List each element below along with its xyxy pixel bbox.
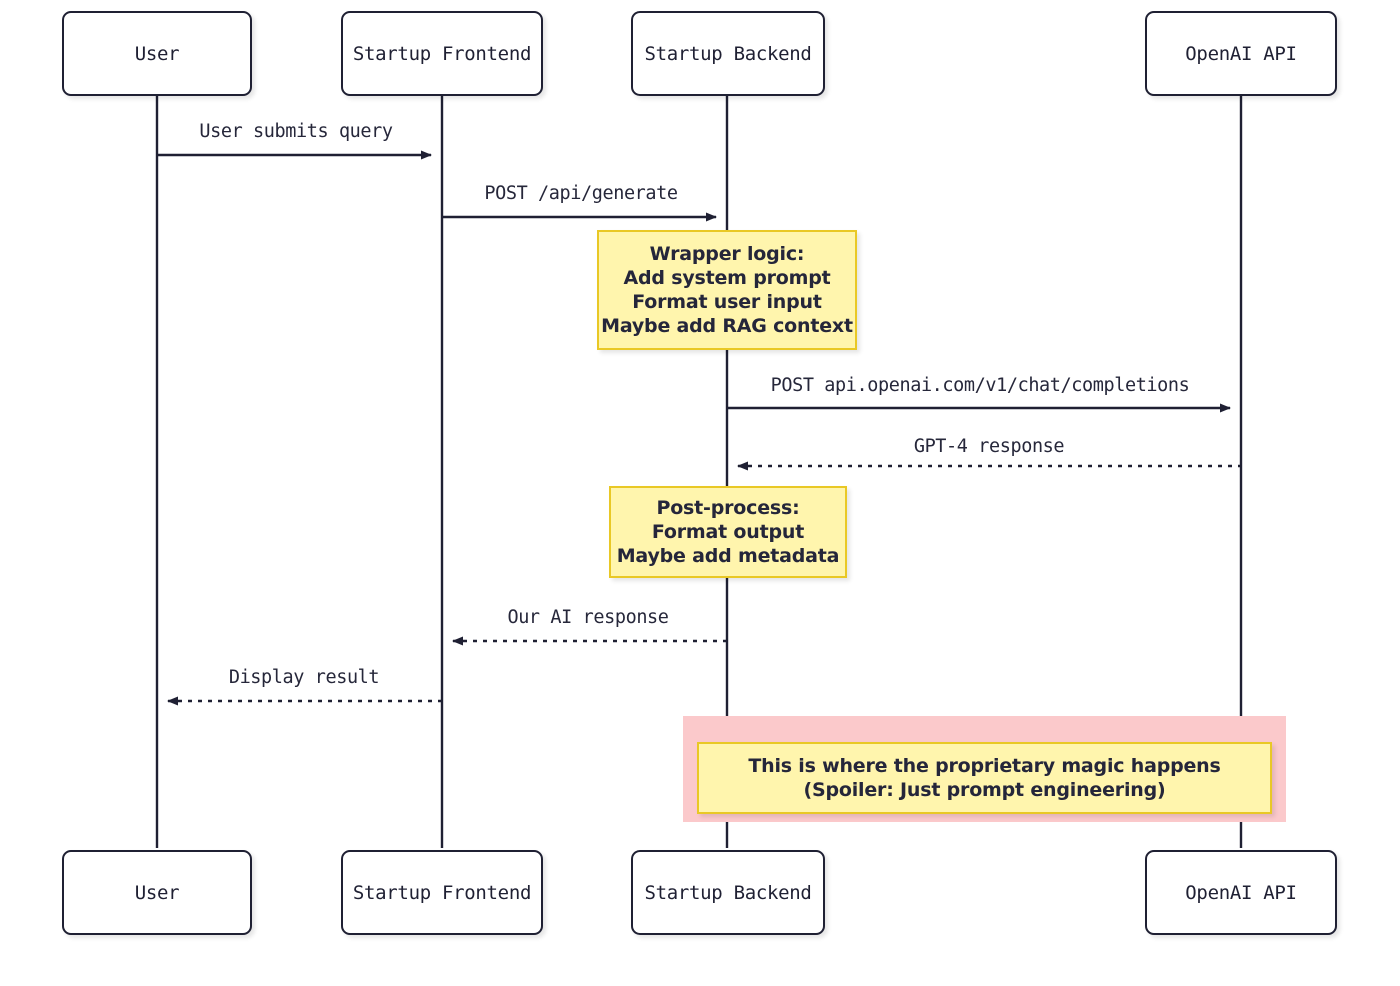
note-wrapper-logic: Wrapper logic: Add system prompt Format …: [597, 230, 857, 350]
participant-box-user-top[interactable]: User: [62, 11, 252, 96]
participant-box-openai-bottom[interactable]: OpenAI API: [1145, 850, 1337, 935]
note-line: Maybe add metadata: [616, 545, 840, 567]
participant-label: User: [134, 881, 180, 904]
participant-label: Startup Backend: [644, 881, 812, 904]
note-line: Add system prompt: [623, 267, 831, 289]
participant-label: Startup Backend: [644, 42, 812, 65]
note-line: (Spoiler: Just prompt engineering): [803, 779, 1166, 801]
message-label-user-submits-query: User submits query: [199, 121, 393, 142]
participant-label: Startup Frontend: [352, 881, 532, 904]
note-line: Post-process:: [656, 497, 800, 519]
participant-label: User: [134, 42, 180, 65]
note-line: Format user input: [632, 291, 822, 313]
message-label-post-openai-completions: POST api.openai.com/v1/chat/completions: [770, 375, 1190, 396]
participant-label: OpenAI API: [1185, 881, 1297, 904]
message-label-gpt4-response: GPT-4 response: [913, 436, 1065, 457]
participant-box-backend-top[interactable]: Startup Backend: [631, 11, 825, 96]
note-line: Format output: [651, 521, 805, 543]
note-line: This is where the proprietary magic happ…: [748, 755, 1221, 777]
message-label-display-result: Display result: [228, 667, 380, 688]
participant-box-user-bottom[interactable]: User: [62, 850, 252, 935]
message-label-our-ai-response: Our AI response: [507, 607, 669, 628]
note-proprietary-magic: This is where the proprietary magic happ…: [697, 742, 1272, 814]
participant-box-openai-top[interactable]: OpenAI API: [1145, 11, 1337, 96]
message-label-post-api-generate: POST /api/generate: [484, 183, 678, 204]
participant-box-frontend-top[interactable]: Startup Frontend: [341, 11, 543, 96]
participant-box-backend-bottom[interactable]: Startup Backend: [631, 850, 825, 935]
note-line: Maybe add RAG context: [601, 315, 853, 337]
note-line: Wrapper logic:: [649, 243, 805, 265]
participant-box-frontend-bottom[interactable]: Startup Frontend: [341, 850, 543, 935]
participant-label: OpenAI API: [1185, 42, 1297, 65]
note-post-process: Post-process: Format output Maybe add me…: [609, 486, 847, 578]
participant-label: Startup Frontend: [352, 42, 532, 65]
